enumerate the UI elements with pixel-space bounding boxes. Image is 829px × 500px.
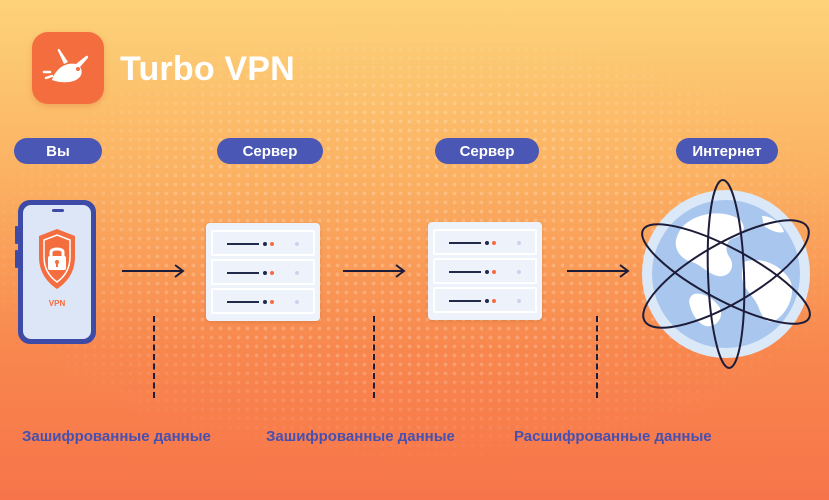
caption-encrypted-1: Зашифрованные данные [22, 428, 211, 445]
globe-icon [641, 179, 811, 369]
rabbit-icon [32, 32, 104, 104]
node-label-internet: Интернет [676, 138, 778, 164]
arrow-right-icon [567, 264, 630, 278]
caption-decrypted: Расшифрованные данные [514, 428, 712, 445]
dashed-connector [153, 316, 155, 398]
dashed-connector [596, 316, 598, 398]
vpn-text: VPN [48, 299, 66, 308]
smartphone-icon: VPN [18, 200, 96, 344]
node-label-server-2: Сервер [435, 138, 539, 164]
node-label-server-1: Сервер [217, 138, 323, 164]
server-icon [428, 222, 542, 320]
brand-name: Turbo VPN [120, 50, 295, 88]
dashed-connector [373, 316, 375, 398]
arrow-right-icon [122, 264, 185, 278]
node-label-you: Вы [14, 138, 102, 164]
caption-encrypted-2: Зашифрованные данные [266, 428, 455, 445]
server-icon [206, 223, 320, 321]
arrow-right-icon [343, 264, 406, 278]
shield-lock-icon [39, 229, 75, 289]
